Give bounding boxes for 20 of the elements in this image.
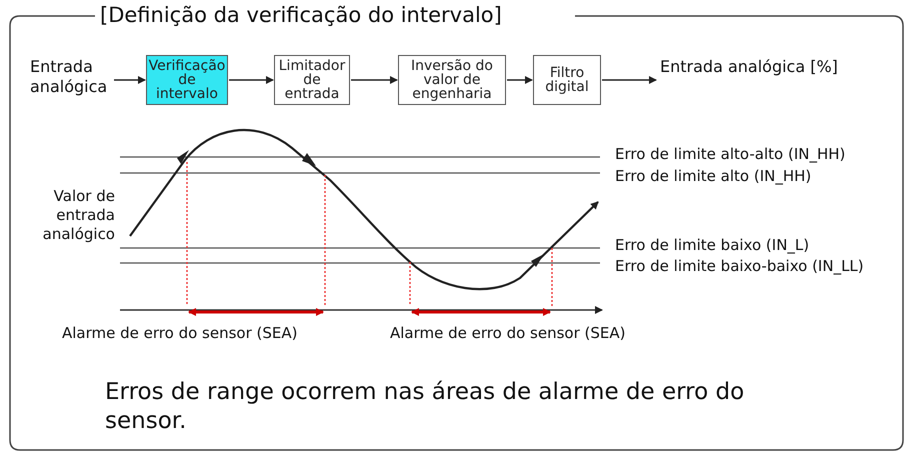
threshold-label: Erro de limite alto (IN_HH) — [615, 167, 812, 186]
arrow — [114, 76, 146, 84]
flow-text: Entrada analógica [%] — [660, 57, 850, 107]
flow-text: Entrada analógica — [30, 57, 115, 107]
range-label: Alarme de erro do sensor (SEA) — [390, 324, 626, 343]
process-box: Inversão do valor de engenharia — [398, 55, 506, 105]
arrow — [351, 76, 398, 84]
threshold-label: Erro de limite alto-alto (IN_HH) — [615, 145, 846, 164]
threshold-label: Erro de limite baixo (IN_L) — [615, 236, 810, 255]
diagram-title: [Definição da verificação do intervalo] — [100, 2, 502, 28]
process-box: Verificação de intervalo — [146, 55, 228, 105]
caption-text: Erros de range ocorrem nas áreas de alarme de erro do sensor. — [105, 378, 746, 436]
axis-label: Valor de entrada analógico — [42, 187, 115, 244]
arrow — [507, 76, 533, 84]
arrow — [229, 76, 274, 84]
process-box: Filtro digital — [533, 55, 601, 105]
process-box: Limitador de entrada — [274, 55, 350, 105]
range-label: Alarme de erro do sensor (SEA) — [62, 324, 298, 343]
threshold-label: Erro de limite baixo-baixo (IN_LL) — [615, 257, 865, 276]
arrow — [602, 76, 657, 84]
